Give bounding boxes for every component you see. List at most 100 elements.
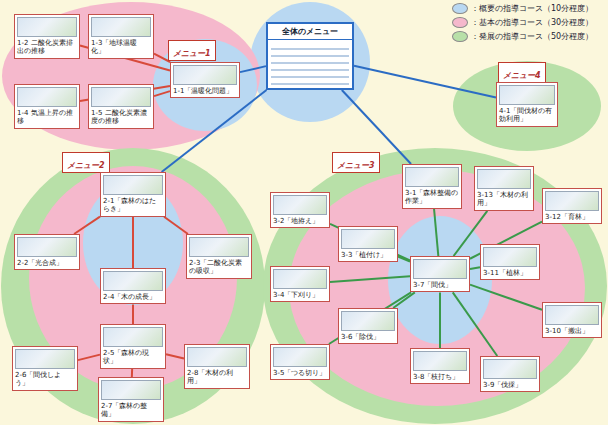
slide-card: 2-5「森林の現状」 <box>100 324 166 369</box>
slide-card: 2-4「木の成長」 <box>100 268 166 304</box>
connector <box>131 369 133 377</box>
legend-swatch <box>452 31 468 42</box>
slide-thumbnail <box>499 85 555 105</box>
slide-caption: 1-3「地球温暖化」 <box>91 39 151 56</box>
slide-card: 3-8「枝打ち」 <box>410 348 470 384</box>
connector <box>132 304 134 324</box>
legend-row: ：発展の指導コース（50分程度） <box>452 31 593 42</box>
slide-caption: 3-7「間伐」 <box>413 281 467 289</box>
menu-heading-tag: メニュー4 <box>498 62 546 83</box>
slide-caption: 1-4 気温上昇の推移 <box>17 109 77 126</box>
legend-text: ：基本の指導コース（30分程度） <box>471 17 593 28</box>
slide-card: 3-12「育林」 <box>542 188 602 224</box>
slide-thumbnail <box>17 87 77 107</box>
legend-swatch <box>452 17 468 28</box>
connector <box>439 292 441 348</box>
menu-list-picture <box>271 43 349 85</box>
legend: ：概要の指導コース（10分程度） ：基本の指導コース（30分程度） ：発展の指導コー… <box>452 3 593 45</box>
menu-heading-tag: メニュー3 <box>332 152 380 173</box>
slide-thumbnail <box>413 351 467 371</box>
course-area <box>83 181 183 305</box>
slide-caption: 3-10「搬出」 <box>545 327 599 335</box>
menu-heading-tag: メニュー2 <box>62 152 110 173</box>
slide-thumbnail <box>173 65 237 85</box>
slide-caption: 1-2 二酸化炭素排出の推移 <box>17 39 77 56</box>
slide-card: 1-4 気温上昇の推移 <box>14 84 80 129</box>
slide-card: 3-10「搬出」 <box>542 302 602 338</box>
connector <box>132 217 134 268</box>
slide-thumbnail <box>15 349 75 369</box>
legend-text: ：発展の指導コース（50分程度） <box>471 31 593 42</box>
menu-heading: メニュー1 <box>173 49 211 58</box>
slide-thumbnail <box>483 359 537 379</box>
course-area <box>453 61 601 151</box>
slide-thumbnail <box>17 17 77 37</box>
slide-caption: 3-5「つる切り」 <box>273 369 327 377</box>
menu-region: メニュー3 3-1「森林整備の作業」 3-2「地拵え」 3-3「植付け」 3-4「下刈り… <box>262 148 608 425</box>
slide-card: 3-1「森林整備の作業」 <box>402 164 462 209</box>
slide-card: 2-8「木材の利用」 <box>184 344 250 389</box>
slide-caption: 1-1「温暖化問題」 <box>173 87 237 95</box>
slide-card: 3-4「下刈り」 <box>270 266 330 302</box>
slide-card: 3-5「つる切り」 <box>270 344 330 380</box>
slide-thumbnail <box>103 327 163 347</box>
slide-thumbnail <box>545 191 599 211</box>
slide-caption: 3-2「地拵え」 <box>273 217 327 225</box>
slide-thumbnail <box>101 380 161 400</box>
slide-card: 3-2「地拵え」 <box>270 192 330 228</box>
slide-caption: 3-9「伐採」 <box>483 381 537 389</box>
slide-card: 1-1「温暖化問題」 <box>170 62 240 98</box>
slide-thumbnail <box>341 311 395 331</box>
menu-region: メニュー1 1-1「温暖化問題」 1-2 二酸化炭素排出の推移 1-3「地球温暖化」 1… <box>0 0 262 152</box>
slide-caption: 3-8「枝打ち」 <box>413 373 467 381</box>
slide-card: 3-3「植付け」 <box>338 226 398 262</box>
slide-thumbnail <box>483 247 537 267</box>
slide-caption: 2-6「間伐しよう」 <box>15 371 75 388</box>
slide-thumbnail <box>545 305 599 325</box>
overview-circle <box>250 2 370 122</box>
course-area <box>388 216 492 344</box>
slide-caption: 3-3「植付け」 <box>341 251 395 259</box>
slide-thumbnail <box>273 347 327 367</box>
slide-card: 4-1「間伐材の有効利用」 <box>496 82 558 127</box>
slide-caption: 2-5「森林の現状」 <box>103 349 163 366</box>
slide-card: 3-9「伐採」 <box>480 356 540 392</box>
slide-caption: 2-7「森林の整備」 <box>101 402 161 419</box>
slide-caption: 2-1「森林のはたらき」 <box>103 197 163 214</box>
slide-thumbnail <box>273 195 327 215</box>
slide-card: 3-13「木材の利用」 <box>474 166 534 211</box>
slide-thumbnail <box>273 269 327 289</box>
course-area <box>153 39 257 131</box>
slide-thumbnail <box>413 259 467 279</box>
slide-thumbnail <box>477 169 531 189</box>
slide-card: 2-2「光合成」 <box>14 234 80 270</box>
course-area <box>1 148 265 424</box>
slide-card: 3-6「除伐」 <box>338 308 398 344</box>
slide-thumbnail <box>17 237 77 257</box>
slide-caption: 3-11「植林」 <box>483 269 537 277</box>
slide-caption: 1-5 二酸化炭素濃度の推移 <box>91 109 151 126</box>
slide-thumbnail <box>103 175 163 195</box>
slide-thumbnail <box>187 347 247 367</box>
slide-thumbnail <box>405 167 459 187</box>
menu-title: 全体のメニュー <box>268 24 352 40</box>
slide-caption: 2-8「木材の利用」 <box>187 369 247 386</box>
legend-text: ：概要の指導コース（10分程度） <box>471 3 593 14</box>
legend-row: ：基本の指導コース（30分程度） <box>452 17 593 28</box>
slide-caption: 3-1「森林整備の作業」 <box>405 189 459 206</box>
slide-card: 3-11「植林」 <box>480 244 540 280</box>
overview-menu-box: 全体のメニュー <box>266 22 354 90</box>
slide-card: 3-7「間伐」 <box>410 256 470 292</box>
slide-caption: 3-4「下刈り」 <box>273 291 327 299</box>
slide-caption: 3-12「育林」 <box>545 213 599 221</box>
slide-thumbnail <box>189 237 249 257</box>
menu-region: メニュー22-1「森林のはたらき」2-2「光合成」2-3「二酸化炭素の吸収」2-… <box>0 148 266 425</box>
slide-caption: 3-6「除伐」 <box>341 333 395 341</box>
menu-heading: メニュー4 <box>503 71 541 80</box>
menu-heading-tag: メニュー1 <box>168 40 216 61</box>
slide-thumbnail <box>341 229 395 249</box>
legend-row: ：概要の指導コース（10分程度） <box>452 3 593 14</box>
slide-caption: 3-13「木材の利用」 <box>477 191 531 208</box>
slide-card: 1-2 二酸化炭素排出の推移 <box>14 14 80 59</box>
